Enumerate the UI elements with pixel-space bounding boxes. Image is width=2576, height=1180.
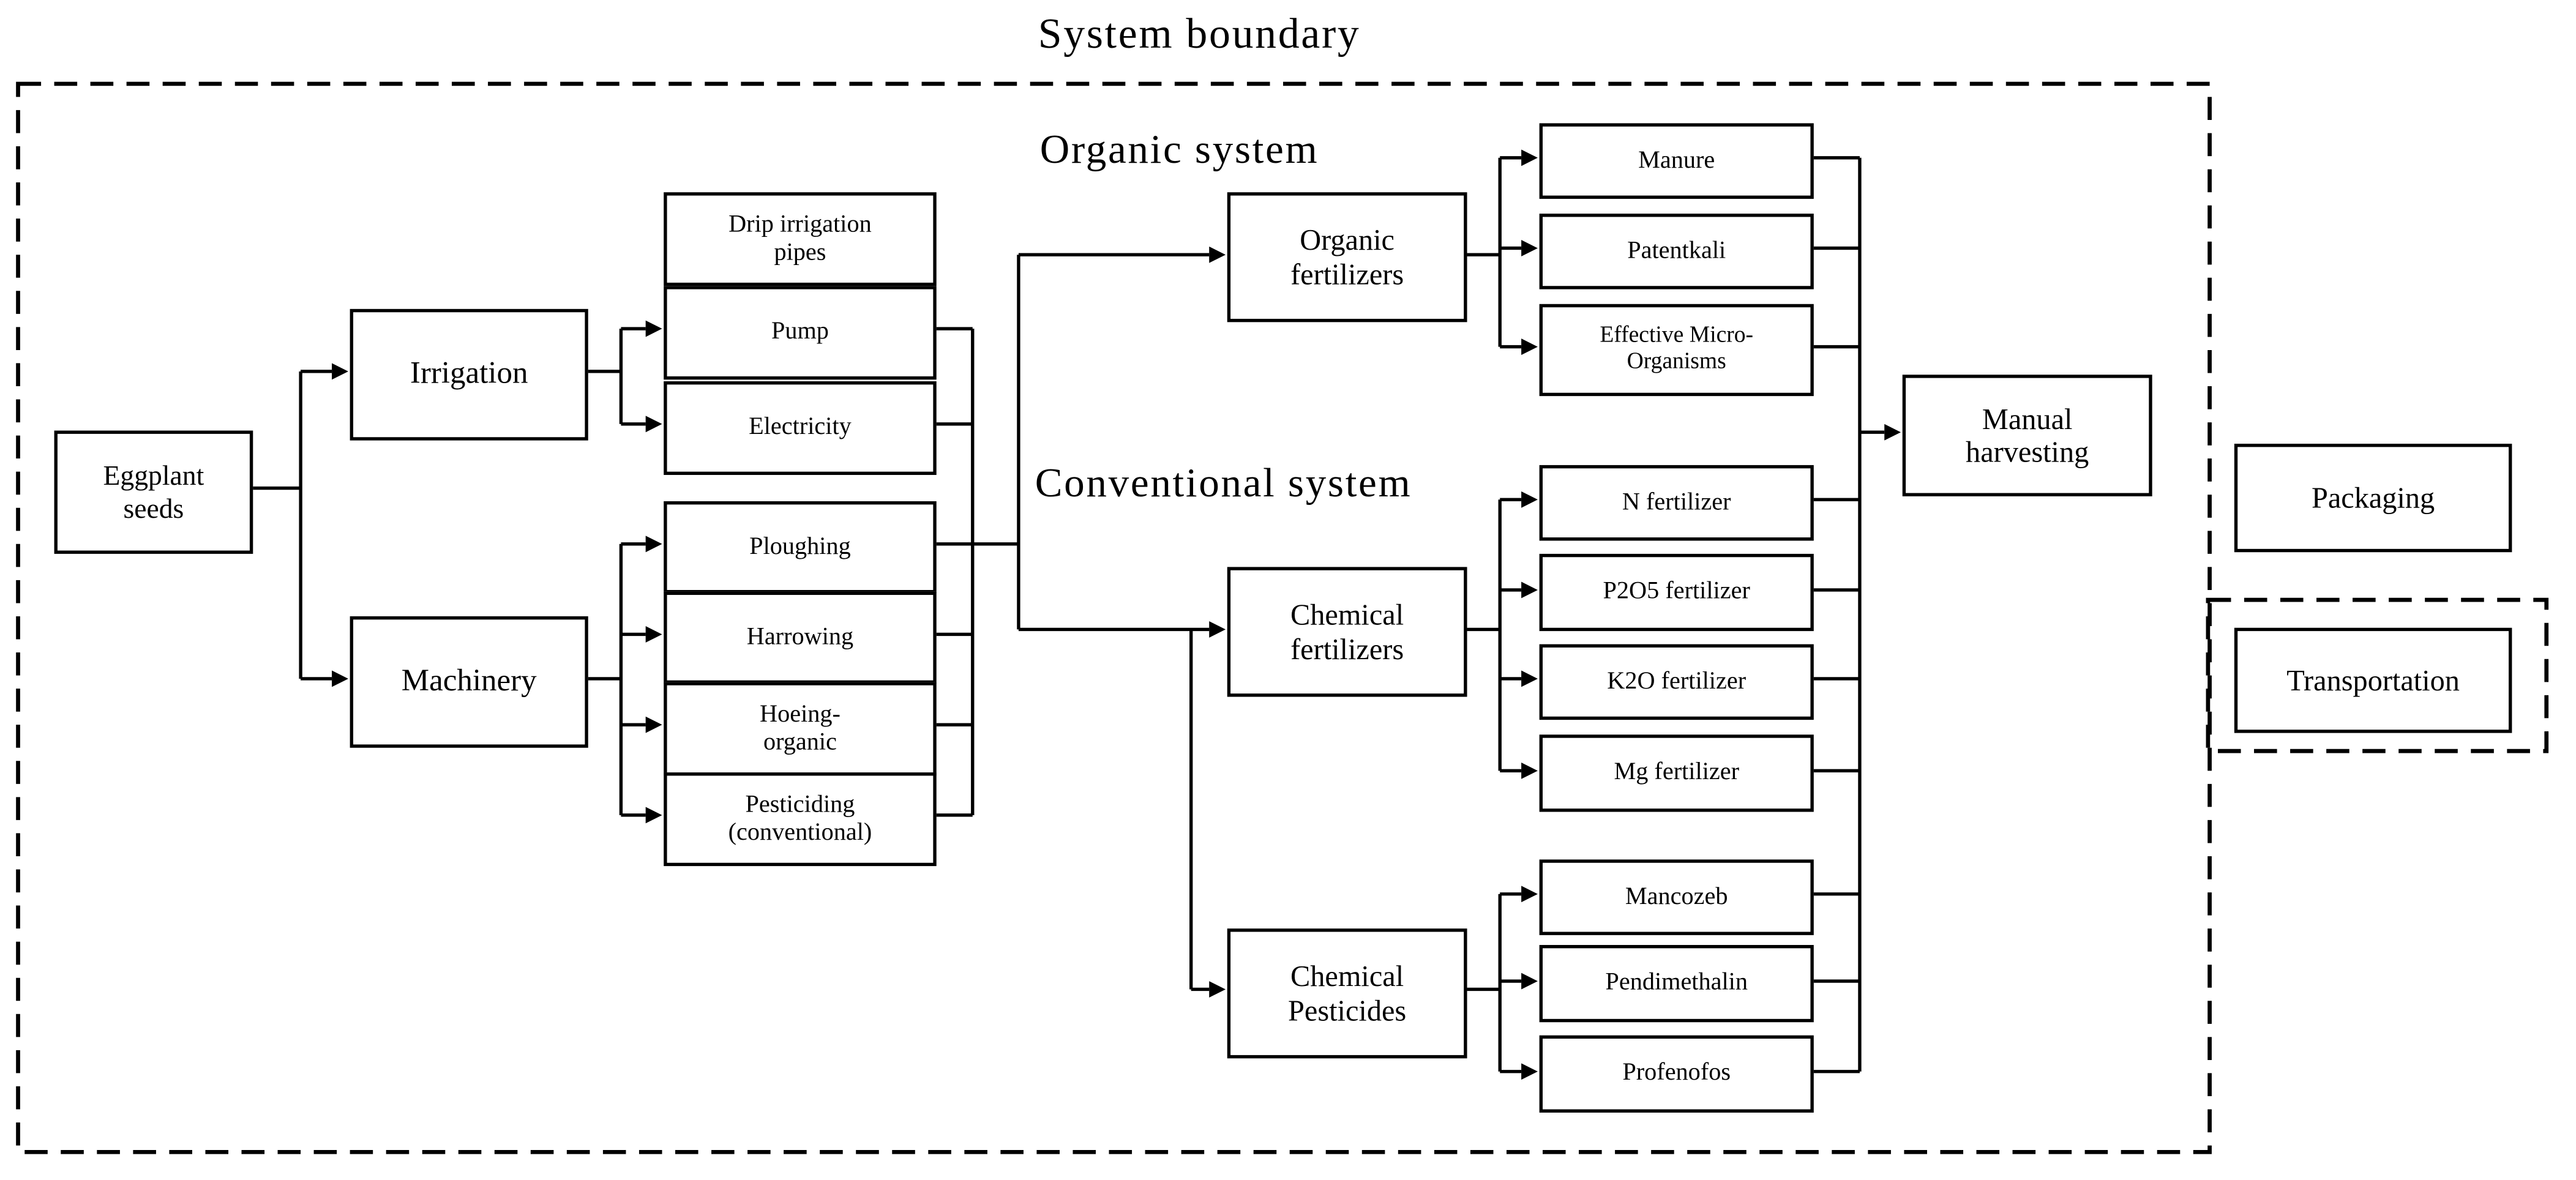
node-hoeing-organic: Hoeing-organic bbox=[664, 682, 937, 776]
node-transportation: Transportation bbox=[2234, 627, 2512, 733]
node-p2o5-fertilizer: P2O5 fertilizer bbox=[1539, 553, 1814, 632]
node-ploughing: Ploughing bbox=[664, 501, 937, 594]
node-label: Organic fertilizers bbox=[1290, 224, 1404, 290]
node-label: K2O fertilizer bbox=[1607, 668, 1747, 695]
node-label: Packaging bbox=[2311, 481, 2435, 515]
node-effective-micro-organisms: Effective Micro-Organisms bbox=[1539, 304, 1814, 397]
node-label: Manure bbox=[1638, 147, 1715, 174]
node-label: Profenofos bbox=[1622, 1060, 1731, 1087]
system-boundary-box bbox=[16, 81, 2212, 1154]
organic-system-label: Organic system bbox=[1039, 128, 1319, 173]
node-mancozeb: Mancozeb bbox=[1539, 859, 1814, 935]
node-label: Pendimethalin bbox=[1605, 969, 1748, 996]
node-profenofos: Profenofos bbox=[1539, 1035, 1814, 1113]
node-electricity: Electricity bbox=[664, 381, 937, 476]
node-harrowing: Harrowing bbox=[664, 591, 937, 684]
page-title: System boundary bbox=[1038, 10, 1361, 58]
node-label: Electricity bbox=[749, 414, 852, 441]
transportation-boundary-box bbox=[2206, 597, 2549, 753]
node-manure: Manure bbox=[1539, 123, 1814, 199]
node-label: Pesticiding (conventional) bbox=[728, 791, 872, 846]
node-pendimethalin: Pendimethalin bbox=[1539, 944, 1814, 1023]
node-organic-fertilizers: Organic fertilizers bbox=[1227, 192, 1467, 323]
node-label: Irrigation bbox=[410, 357, 528, 392]
node-packaging: Packaging bbox=[2234, 444, 2512, 553]
node-k2o-fertilizer: K2O fertilizer bbox=[1539, 644, 1814, 720]
node-label: Pump bbox=[771, 319, 829, 346]
node-label: N fertilizer bbox=[1622, 489, 1731, 516]
node-chemical-pesticides: Chemical Pesticides bbox=[1227, 928, 1467, 1059]
flow-lines bbox=[246, 156, 1862, 1074]
node-label: Chemical fertilizers bbox=[1290, 599, 1404, 665]
node-pump: Pump bbox=[664, 286, 937, 380]
node-label: Manual harvesting bbox=[1966, 402, 2089, 469]
node-drip-irrigation-pipes: Drip irrigation pipes bbox=[664, 192, 937, 286]
node-n-fertilizer: N fertilizer bbox=[1539, 465, 1814, 541]
node-patentkali: Patentkali bbox=[1539, 214, 1814, 289]
node-label: Mg fertilizer bbox=[1614, 759, 1739, 786]
node-chemical-fertilizers: Chemical fertilizers bbox=[1227, 567, 1467, 697]
node-machinery: Machinery bbox=[350, 616, 588, 748]
node-pesticiding-conventional: Pesticiding (conventional) bbox=[664, 772, 937, 867]
node-label: Drip irrigation pipes bbox=[728, 211, 872, 266]
node-label: Transportation bbox=[2286, 663, 2460, 697]
node-irrigation: Irrigation bbox=[350, 308, 588, 441]
node-label: Patentkali bbox=[1627, 237, 1726, 264]
node-label: Mancozeb bbox=[1625, 883, 1728, 910]
flow-arrows bbox=[301, 149, 1901, 1080]
node-label: Eggplant seeds bbox=[103, 461, 204, 524]
node-label: Ploughing bbox=[749, 533, 851, 560]
node-label: Machinery bbox=[401, 664, 537, 700]
node-eggplant-seeds: Eggplant seeds bbox=[54, 430, 253, 554]
node-manual-harvesting: Manual harvesting bbox=[1902, 375, 2152, 496]
node-label: Effective Micro-Organisms bbox=[1600, 324, 1754, 375]
conventional-system-label: Conventional system bbox=[1035, 461, 1412, 507]
node-label: Hoeing-organic bbox=[760, 701, 841, 755]
node-label: Harrowing bbox=[746, 624, 854, 651]
node-label: Chemical Pesticides bbox=[1288, 960, 1407, 1026]
node-mg-fertilizer: Mg fertilizer bbox=[1539, 734, 1814, 812]
node-label: P2O5 fertilizer bbox=[1603, 578, 1750, 605]
